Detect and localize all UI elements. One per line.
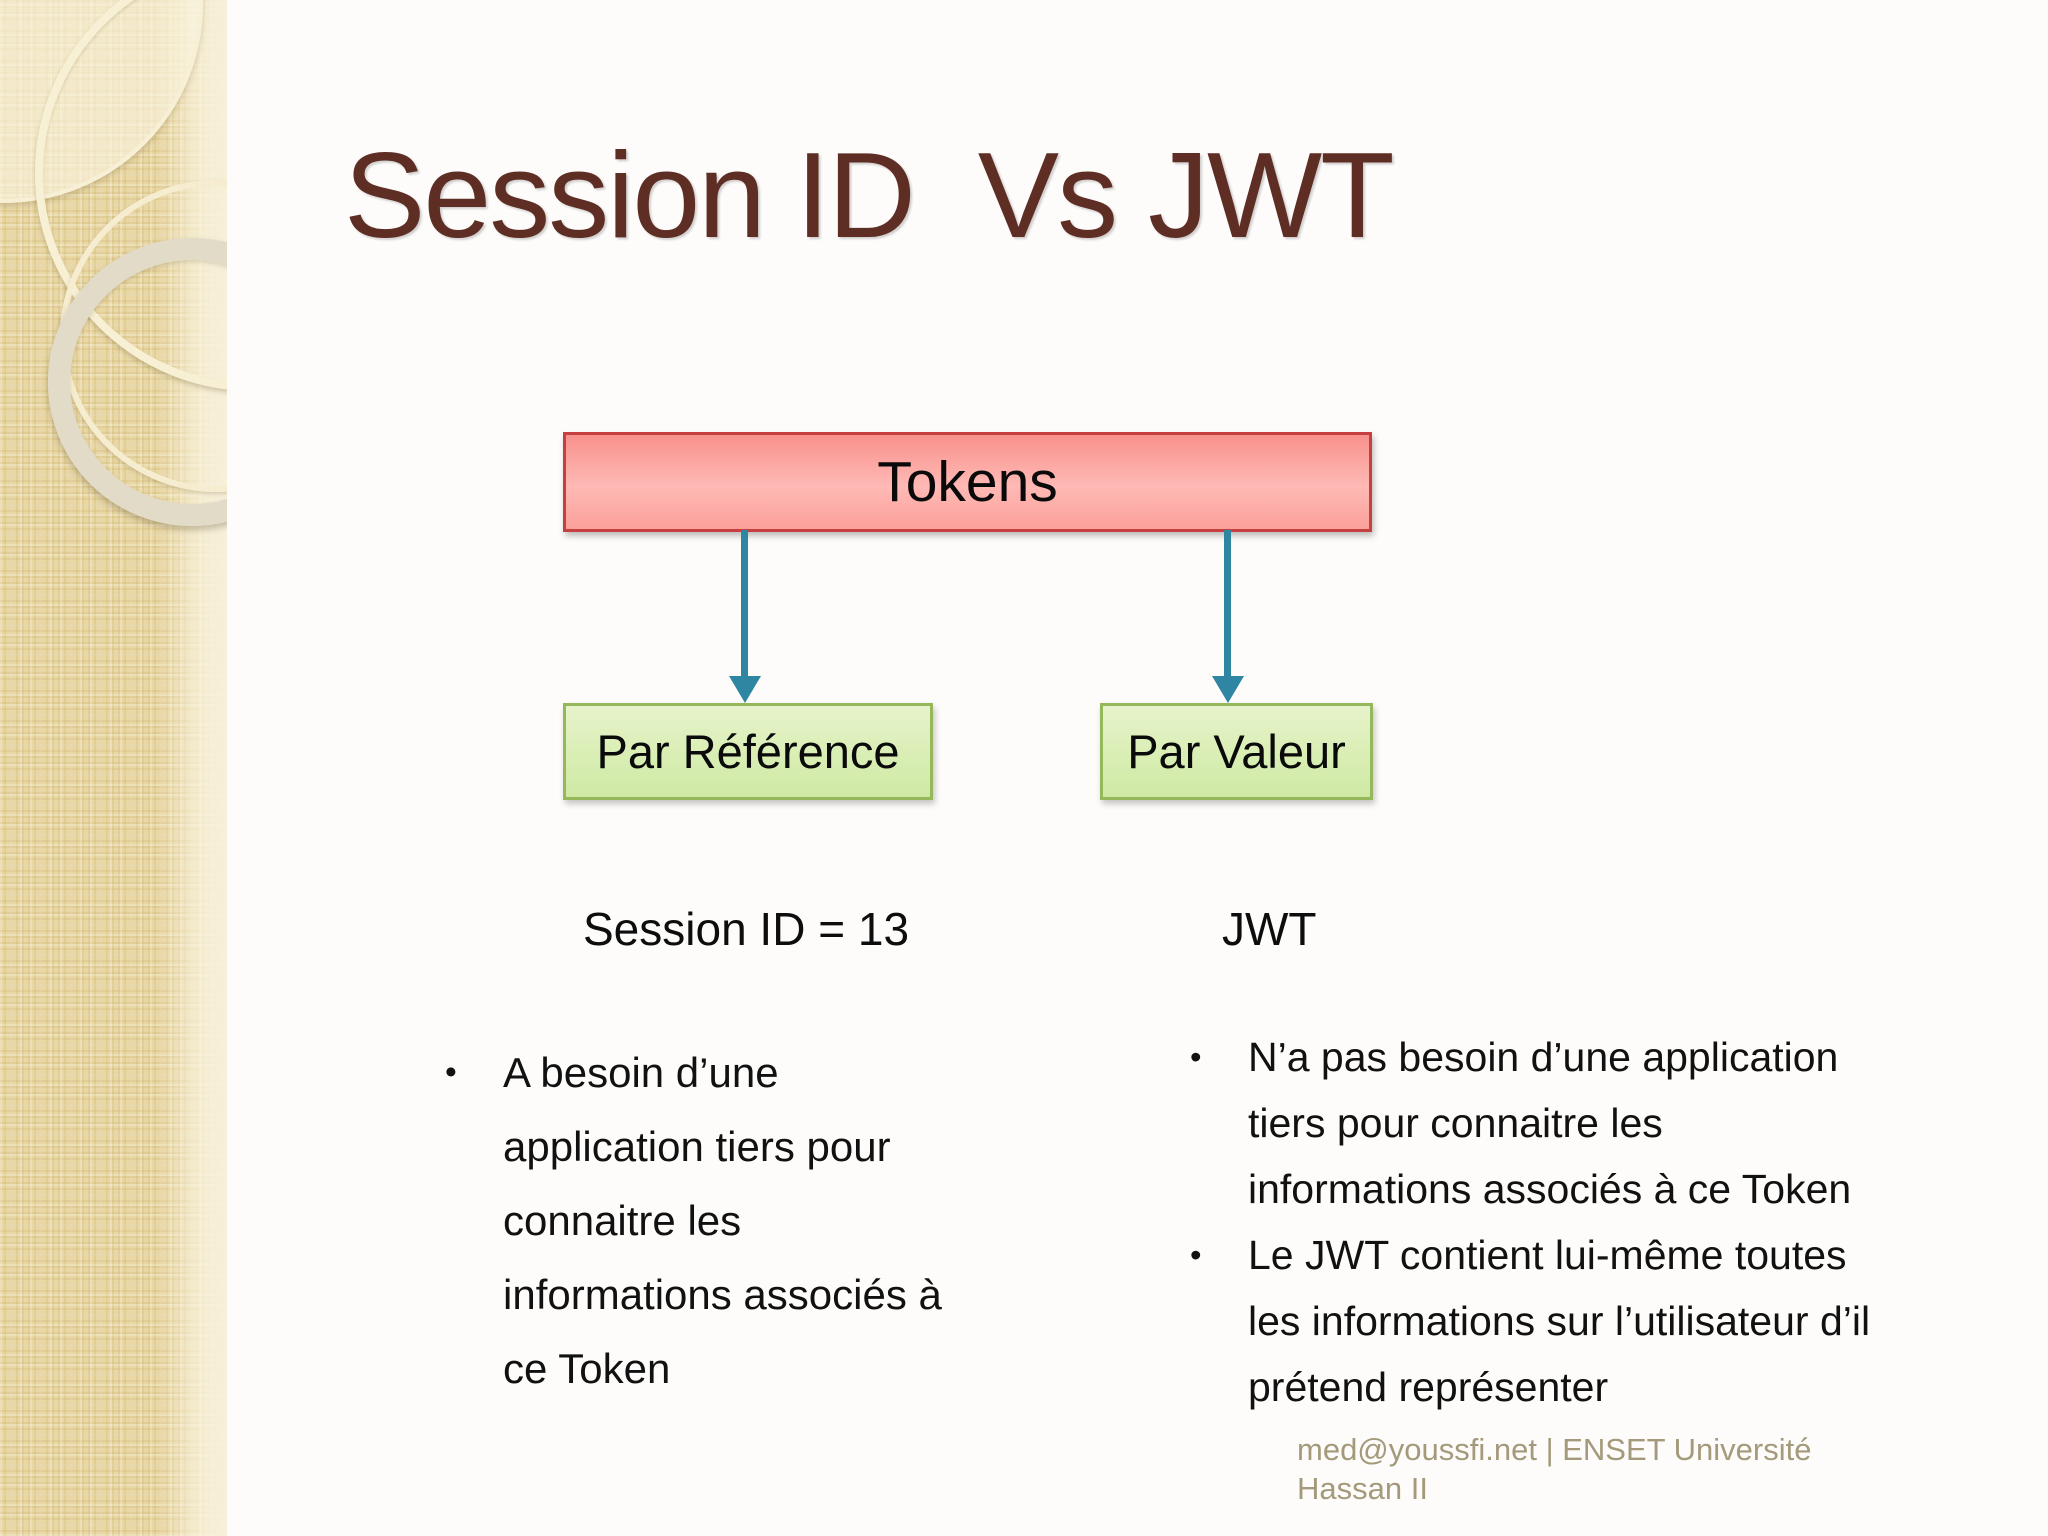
bullet-text-line: application tiers pour bbox=[503, 1123, 891, 1170]
diagram-node-par-reference: Par Référence bbox=[563, 703, 933, 800]
bullet-text: Le JWT contient lui-même toutes les info… bbox=[1248, 1222, 2010, 1420]
bullet-text-line: N’a pas besoin d’une application bbox=[1248, 1034, 1839, 1080]
footer-line: Hassan II bbox=[1297, 1471, 1428, 1506]
footer-credit: med@youssfi.net | ENSET Université Hassa… bbox=[1297, 1430, 1897, 1508]
bullet-dot-icon: • bbox=[445, 1054, 457, 1091]
diagram-root-node: Tokens bbox=[563, 432, 1372, 532]
bullet-text-line: ce Token bbox=[503, 1345, 671, 1392]
slide-title: Session ID Vs JWT bbox=[344, 127, 1395, 263]
list-item: • Le JWT contient lui-même toutes les in… bbox=[1190, 1222, 2010, 1420]
right-bullet-list: • N’a pas besoin d’une application tiers… bbox=[1190, 1024, 2010, 1420]
bullet-text: A besoin d’une application tiers pour co… bbox=[503, 1036, 965, 1406]
bullet-text-line: Le JWT contient lui-même toutes bbox=[1248, 1232, 1847, 1278]
footer-line: med@youssfi.net | ENSET Université bbox=[1297, 1432, 1812, 1467]
bullet-dot-icon: • bbox=[1190, 1236, 1202, 1273]
bullet-text-line: informations associés à ce Token bbox=[1248, 1166, 1852, 1212]
list-item: • N’a pas besoin d’une application tiers… bbox=[1190, 1024, 2010, 1222]
diagram-node-par-valeur: Par Valeur bbox=[1100, 703, 1373, 800]
diagram-root-label: Tokens bbox=[877, 450, 1058, 514]
diagram-left-child-label: Par Référence bbox=[596, 725, 900, 778]
connector-arrow-left-icon bbox=[741, 530, 748, 678]
left-bullet-list: • A besoin d’une application tiers pour … bbox=[445, 1036, 965, 1406]
bullet-text: N’a pas besoin d’une application tiers p… bbox=[1248, 1024, 2010, 1222]
bullet-text-line: informations associés à bbox=[503, 1271, 942, 1318]
list-item: • A besoin d’une application tiers pour … bbox=[445, 1036, 965, 1406]
theme-sidebar bbox=[0, 0, 227, 1536]
diagram-right-child-label: Par Valeur bbox=[1127, 725, 1346, 778]
bullet-text-line: prétend représenter bbox=[1248, 1364, 1609, 1410]
bullet-text-line: connaitre les bbox=[503, 1197, 742, 1244]
right-column-heading: JWT bbox=[1222, 903, 1317, 955]
left-column-heading: Session ID = 13 bbox=[583, 903, 910, 955]
bullet-dot-icon: • bbox=[1190, 1038, 1202, 1075]
bullet-text-line: tiers pour connaitre les bbox=[1248, 1100, 1663, 1146]
connector-arrow-right-icon bbox=[1224, 530, 1231, 678]
bullet-text-line: les informations sur l’utilisateur d’il bbox=[1248, 1298, 1871, 1344]
bullet-text-line: A besoin d’une bbox=[503, 1049, 779, 1096]
